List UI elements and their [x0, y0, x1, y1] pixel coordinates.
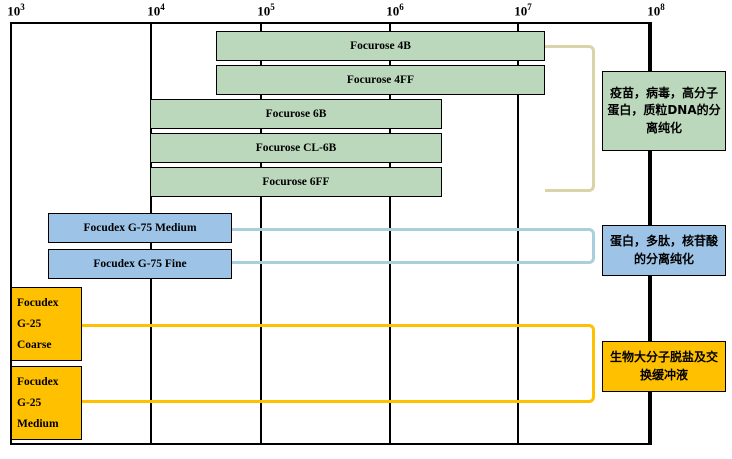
tick-label-10000000: 107 — [514, 2, 532, 19]
tick-label-100000: 105 — [257, 2, 275, 19]
tick-1000000 — [389, 22, 391, 30]
bar-label: Focudex G-75 Fine — [93, 257, 187, 270]
gridline-1000 — [10, 22, 12, 445]
bar-label: Focurose 6B — [265, 107, 327, 120]
bar-label-line: Focudex — [17, 375, 59, 388]
bar-label: Focudex G-75 Medium — [83, 221, 197, 234]
bar-focurose-cl-6b: Focurose CL-6B — [150, 133, 442, 163]
bar-focurose-6ff: Focurose 6FF — [150, 167, 442, 197]
callout-agarose: 疫苗，病毒，高分子蛋白，质粒DNA的分离纯化 — [602, 71, 726, 151]
gridline-1000000 — [389, 22, 391, 445]
bar-label-line: Medium — [17, 418, 59, 431]
bracket-dextran-g75 — [232, 228, 595, 264]
bar-label-line: Focudex — [17, 296, 59, 309]
callout-dextran-g25: 生物大分子脱盐及交换缓冲液 — [602, 341, 726, 392]
bracket-agarose — [545, 45, 595, 192]
bar-focudex-g-75-medium: Focudex G-75 Medium — [48, 213, 232, 243]
bar-label: Focurose CL-6B — [255, 141, 337, 154]
callout-dextran-g75: 蛋白，多肽，核苷酸的分离纯化 — [602, 225, 726, 276]
bar-label-line: G-25 — [17, 396, 42, 409]
tick-10000000 — [517, 22, 519, 30]
x-axis-line — [10, 22, 650, 24]
bar-label: Focurose 4FF — [346, 73, 415, 86]
tick-1000 — [10, 22, 12, 30]
tick-100000000 — [650, 22, 652, 30]
bar-label: Focurose 6FF — [262, 175, 330, 188]
bar-label: Focurose 4B — [350, 39, 411, 52]
tick-label-100000000: 108 — [647, 2, 665, 19]
tick-100000 — [260, 22, 262, 30]
bar-label-line: G-25 — [17, 317, 42, 330]
gridline-10000000 — [517, 22, 519, 445]
tick-10000 — [150, 22, 152, 30]
tick-label-1000: 103 — [7, 2, 25, 19]
bar-focudex-g-75-fine: Focudex G-75 Fine — [48, 249, 232, 279]
bracket-dextran-g25 — [82, 324, 595, 403]
tick-label-10000: 104 — [147, 2, 165, 19]
bar-label-line: Coarse — [17, 339, 52, 352]
bar-focurose-6b: Focurose 6B — [150, 99, 442, 129]
tick-label-1000000: 106 — [386, 2, 404, 19]
bar-focurose-4ff: Focurose 4FF — [216, 65, 545, 95]
gridline-100000 — [260, 22, 262, 445]
bar-focurose-4b: Focurose 4B — [216, 31, 545, 61]
